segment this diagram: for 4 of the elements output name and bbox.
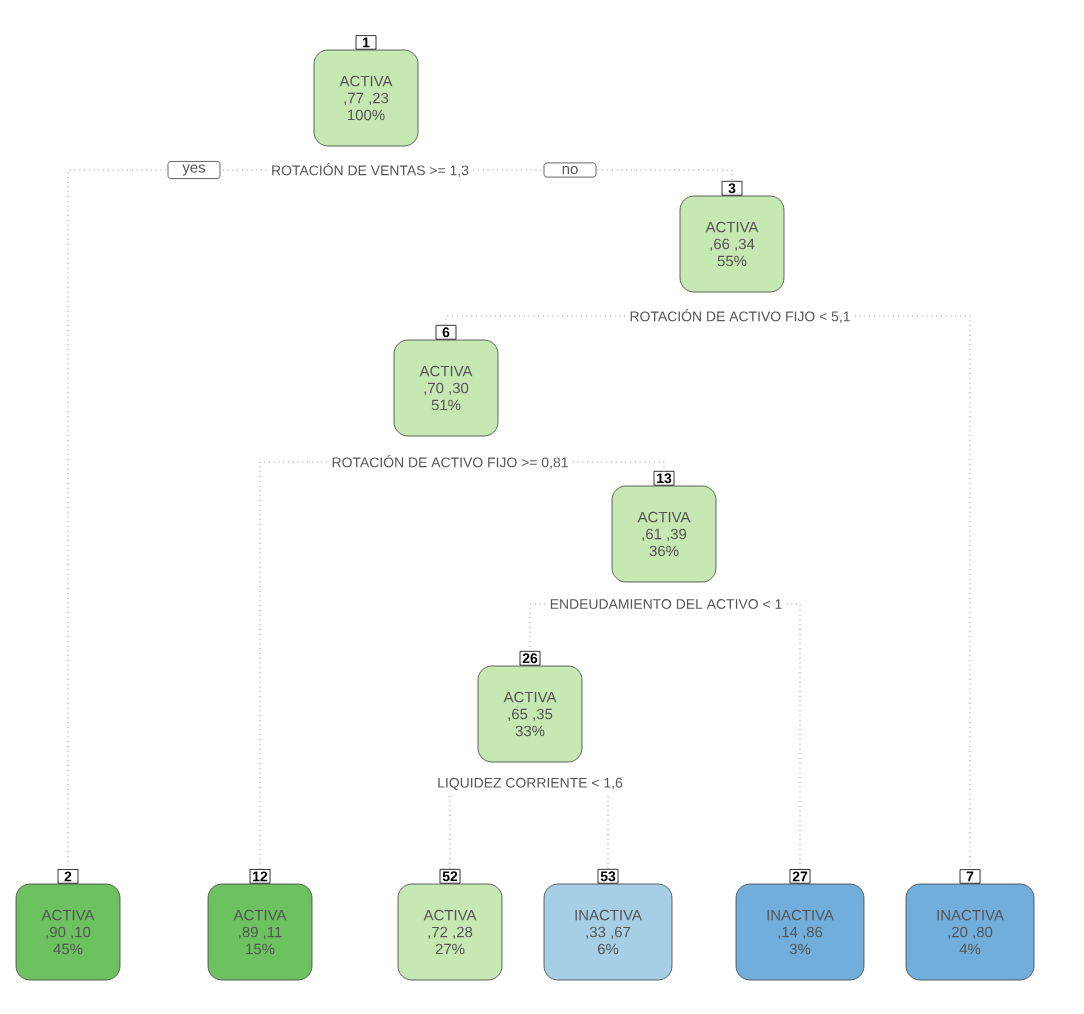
connector-line xyxy=(786,603,801,870)
connector-line xyxy=(445,315,626,326)
connector-line xyxy=(529,603,546,652)
connector-line xyxy=(259,461,328,870)
